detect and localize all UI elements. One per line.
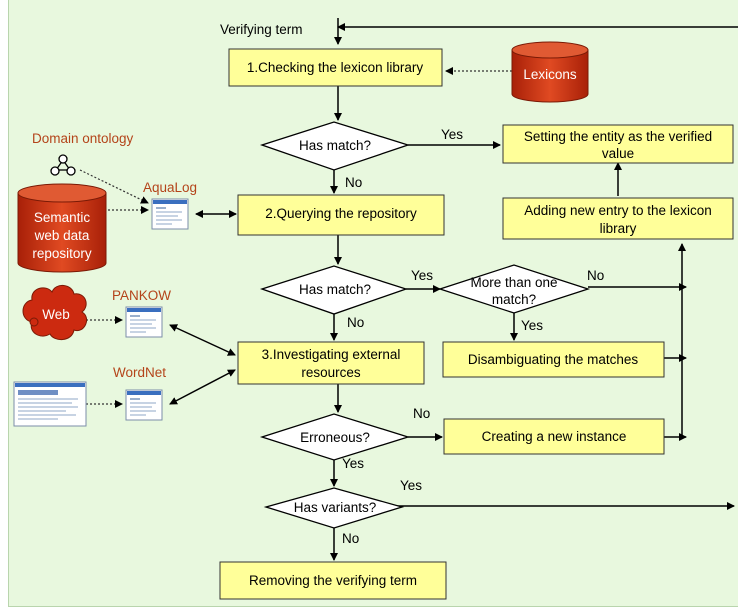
edge-no-4: No bbox=[413, 406, 430, 421]
investigate-external-box bbox=[237, 341, 425, 385]
pankow-window-icon bbox=[125, 306, 163, 338]
edge-yes-1: Yes bbox=[441, 127, 463, 142]
set-entity-box bbox=[502, 124, 734, 164]
edges bbox=[169, 18, 738, 561]
start-label: Verifying term bbox=[220, 22, 303, 37]
wordnet-page-thumbnail bbox=[13, 381, 87, 427]
web-cloud: Web bbox=[22, 285, 87, 340]
create-instance-box bbox=[443, 418, 665, 455]
edge-yes-4: Yes bbox=[342, 456, 364, 471]
more-than-one-text-2: match? bbox=[492, 292, 536, 307]
lexicons-database: Lexicons bbox=[511, 41, 589, 103]
more-than-one-diamond bbox=[437, 264, 591, 314]
investigate-external-text-2: resources bbox=[301, 365, 361, 380]
has-variants-text: Has variants? bbox=[294, 500, 377, 515]
query-repository-box bbox=[237, 194, 445, 236]
has-variants-diamond bbox=[263, 487, 405, 529]
edge-no-5: No bbox=[342, 531, 359, 546]
check-lexicon-box bbox=[228, 48, 443, 87]
edge-yes-5: Yes bbox=[400, 478, 422, 493]
edge-no-3: No bbox=[587, 268, 604, 283]
set-entity-text-1: Setting the entity as the verified bbox=[524, 129, 712, 144]
ontology-icon bbox=[50, 154, 76, 176]
has-match-1-text: Has match? bbox=[299, 138, 371, 153]
query-repository-text: 2.Querying the repository bbox=[265, 206, 417, 221]
disambiguate-text: Disambiguating the matches bbox=[468, 352, 639, 367]
remove-term-text: Removing the verifying term bbox=[249, 573, 417, 588]
has-match-2-diamond bbox=[259, 265, 409, 315]
create-instance-text: Creating a new instance bbox=[482, 429, 627, 444]
wordnet-window-icon bbox=[125, 389, 163, 421]
process-boxes bbox=[219, 48, 734, 600]
pankow-label: PANKOW bbox=[112, 288, 171, 303]
disambiguate-box bbox=[442, 341, 665, 378]
web-label: Web bbox=[42, 307, 70, 322]
lexicons-label: Lexicons bbox=[523, 67, 577, 82]
add-entry-text-2: library bbox=[600, 221, 637, 236]
semantic-repo-label-2: web data bbox=[34, 228, 90, 243]
edge-no-1: No bbox=[345, 175, 362, 190]
more-than-one-text-1: More than one bbox=[470, 275, 557, 290]
check-lexicon-text: 1.Checking the lexicon library bbox=[247, 60, 424, 75]
semantic-repo-label-1: Semantic bbox=[34, 210, 91, 225]
add-entry-text-1: Adding new entry to the lexicon bbox=[524, 203, 712, 218]
has-match-1-diamond bbox=[259, 121, 411, 171]
semantic-repo-label-3: repository bbox=[32, 246, 92, 261]
has-match-2-text: Has match? bbox=[299, 282, 371, 297]
edge-yes-2: Yes bbox=[411, 268, 433, 283]
wordnet-label: WordNet bbox=[113, 365, 166, 380]
remove-term-box bbox=[219, 561, 447, 600]
edge-no-2: No bbox=[347, 315, 364, 330]
semantic-repository-database: Semantic web data repository bbox=[17, 183, 107, 273]
add-entry-box bbox=[502, 197, 734, 240]
edge-yes-3: Yes bbox=[521, 318, 543, 333]
erroneous-text: Erroneous? bbox=[300, 430, 370, 445]
erroneous-diamond bbox=[259, 413, 411, 461]
aqualog-window-icon bbox=[151, 198, 189, 230]
aqualog-label: AquaLog bbox=[143, 180, 197, 195]
dotted-links bbox=[78, 67, 512, 408]
investigate-external-text-1: 3.Investigating external bbox=[262, 347, 401, 362]
domain-ontology-label: Domain ontology bbox=[32, 131, 134, 146]
decision-diamonds bbox=[259, 121, 591, 529]
set-entity-text-2: value bbox=[602, 146, 634, 161]
